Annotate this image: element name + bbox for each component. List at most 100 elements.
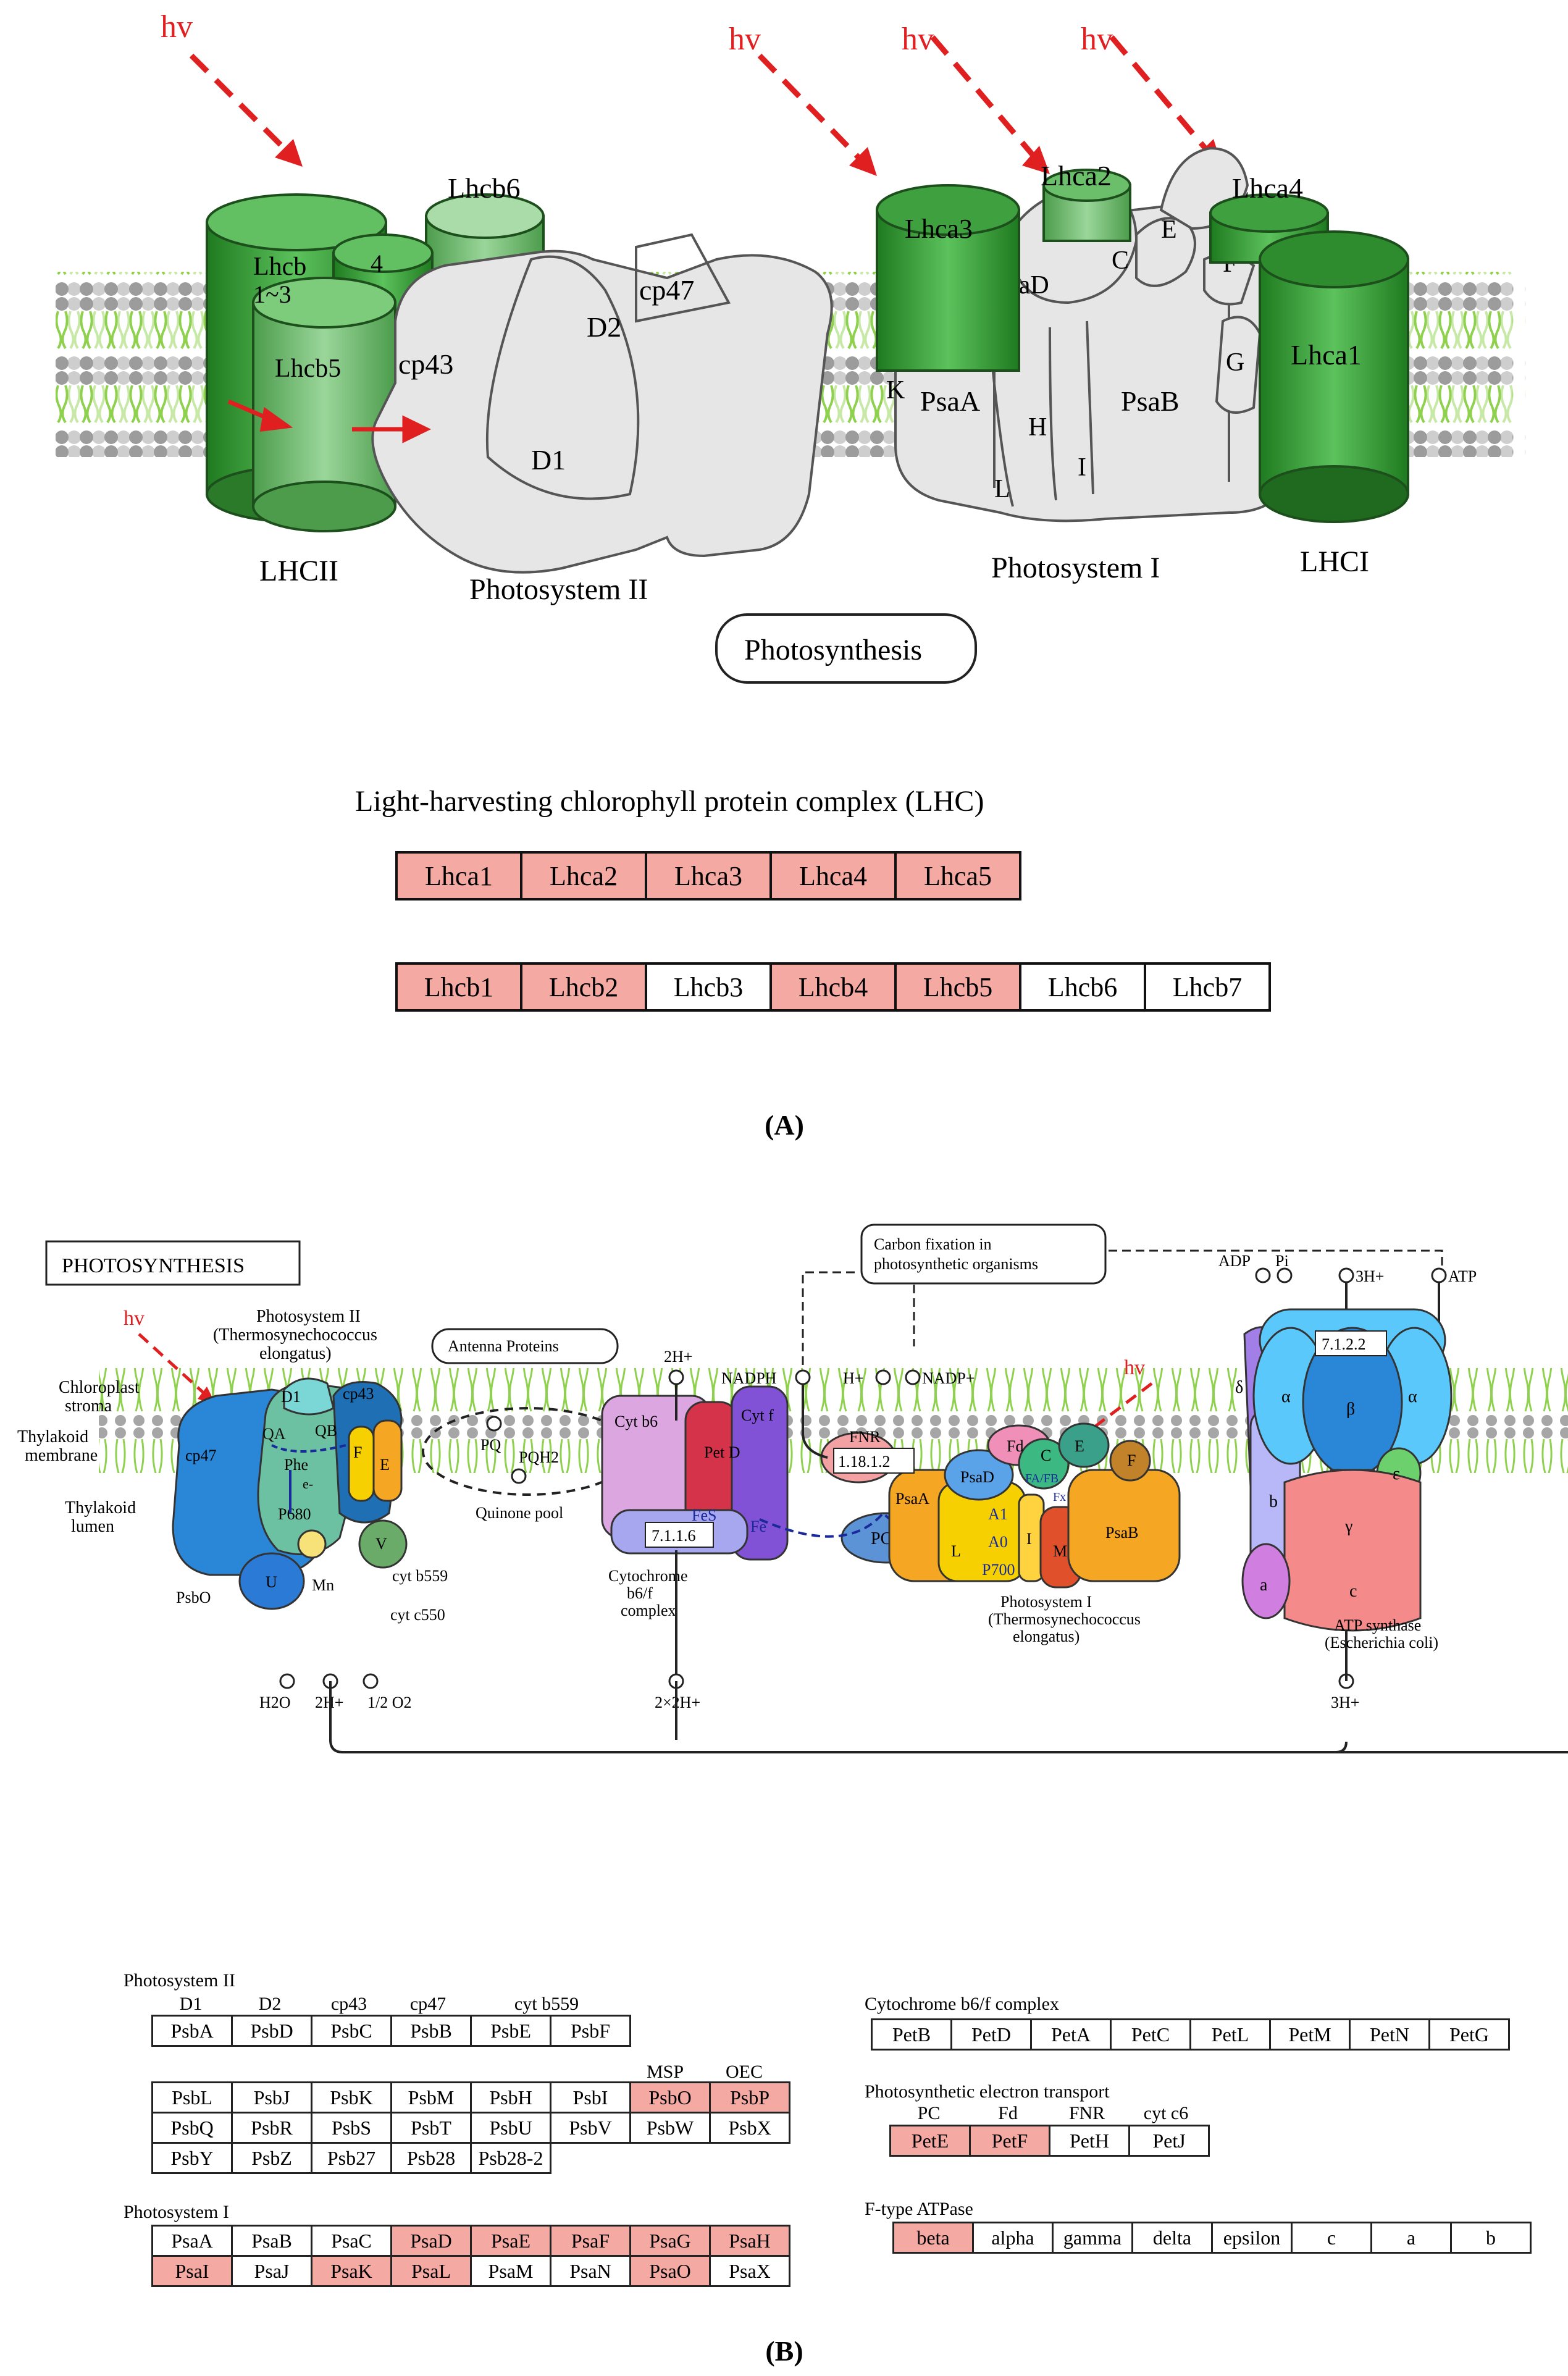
gene-cell[interactable]: PsbH: [470, 2081, 551, 2114]
gene-cell[interactable]: PetD: [950, 2018, 1032, 2051]
gene-cell[interactable]: PsbC: [311, 2015, 392, 2047]
cytb6-b: Cyt b6: [614, 1413, 658, 1430]
lhca1-label: Lhca1: [1291, 339, 1362, 371]
gene-cell[interactable]: PsbL: [151, 2081, 233, 2114]
gene-cell[interactable]: Lhcb1: [395, 962, 522, 1012]
gene-cell[interactable]: Psb28: [390, 2142, 472, 2174]
gene-cell[interactable]: gamma: [1052, 2222, 1133, 2254]
antenna-button[interactable]: [431, 1328, 619, 1364]
k-label: K: [886, 376, 905, 405]
gene-cell[interactable]: PsaJ: [231, 2255, 312, 2287]
gene-cell[interactable]: PetN: [1349, 2018, 1430, 2051]
gene-cell[interactable]: PetH: [1049, 2125, 1130, 2157]
alpha1-b: α: [1281, 1387, 1291, 1406]
gene-cell[interactable]: PsaN: [550, 2255, 631, 2287]
gene-cell[interactable]: PsbD: [231, 2015, 312, 2047]
ec-atp[interactable]: 7.1.2.2: [1322, 1335, 1366, 1353]
gene-cell[interactable]: Lhca4: [769, 851, 897, 900]
gene-cell[interactable]: PsbE: [470, 2015, 551, 2047]
cp43-b: cp43: [343, 1385, 374, 1403]
a0-b: A0: [988, 1533, 1008, 1551]
gene-cell[interactable]: Lhcb6: [1019, 962, 1146, 1012]
gene-cell[interactable]: PsbP: [709, 2081, 790, 2114]
gene-cell[interactable]: PsbZ: [231, 2142, 312, 2174]
gene-cell[interactable]: PsbQ: [151, 2112, 233, 2144]
gene-cell[interactable]: beta: [892, 2222, 974, 2254]
gene-cell[interactable]: c: [1291, 2222, 1372, 2254]
gene-cell[interactable]: delta: [1131, 2222, 1213, 2254]
h3-top: 3H+: [1356, 1267, 1384, 1285]
gene-cell[interactable]: PsbU: [470, 2112, 551, 2144]
gene-cell[interactable]: PsbO: [629, 2081, 711, 2114]
svg-text:photosynthetic organisms: photosynthetic organisms: [874, 1255, 1038, 1273]
gene-cell[interactable]: PsaH: [709, 2225, 790, 2257]
gene-cell[interactable]: PsaM: [470, 2255, 551, 2287]
gene-cell[interactable]: PsaK: [311, 2255, 392, 2287]
gene-cell[interactable]: PetB: [871, 2018, 952, 2051]
gene-cell[interactable]: PetL: [1189, 2018, 1271, 2051]
gene-cell[interactable]: Lhca3: [645, 851, 772, 900]
gene-cell[interactable]: PsaA: [151, 2225, 233, 2257]
gene-cell[interactable]: PsaC: [311, 2225, 392, 2257]
a1-b: A1: [988, 1505, 1008, 1523]
gene-cell[interactable]: PsaI: [151, 2255, 233, 2287]
photosynthesis-button[interactable]: [715, 613, 977, 684]
gene-cell[interactable]: Lhcb7: [1144, 962, 1271, 1012]
gene-cell[interactable]: PsbT: [390, 2112, 472, 2144]
gene-cell[interactable]: PetM: [1269, 2018, 1351, 2051]
gene-cell[interactable]: PsbY: [151, 2142, 233, 2174]
gene-cell[interactable]: PsaL: [390, 2255, 472, 2287]
gene-cell[interactable]: PsbV: [550, 2112, 631, 2144]
gene-cell[interactable]: epsilon: [1211, 2222, 1293, 2254]
gene-cell[interactable]: PetC: [1110, 2018, 1191, 2051]
gene-cell[interactable]: a: [1370, 2222, 1452, 2254]
ec-cyt[interactable]: 7.1.1.6: [652, 1527, 696, 1545]
gene-cell[interactable]: PsbF: [550, 2015, 631, 2047]
gene-cell[interactable]: Lhcb4: [769, 962, 897, 1012]
gene-cell[interactable]: Psb28-2: [470, 2142, 551, 2174]
title-box: [45, 1240, 301, 1286]
hv-label-4: hv: [1081, 22, 1113, 57]
panel-b-diagram: PHOTOSYNTHESIS Chloroplast stroma Thylak…: [17, 1224, 1568, 1753]
carbon-fixation-button[interactable]: [860, 1224, 1107, 1285]
psbo-b: PsbO: [176, 1589, 211, 1606]
gene-cell[interactable]: PetJ: [1128, 2125, 1210, 2157]
gene-cell[interactable]: Lhcb5: [894, 962, 1021, 1012]
gene-cell[interactable]: PsbR: [231, 2112, 312, 2144]
fnr-b: FNR: [849, 1428, 881, 1446]
l-b: L: [951, 1542, 961, 1560]
gene-cell[interactable]: PsbI: [550, 2081, 631, 2114]
gene-cell[interactable]: b: [1450, 2222, 1532, 2254]
gene-cell[interactable]: PsaB: [231, 2225, 312, 2257]
gene-cell[interactable]: Lhca1: [395, 851, 522, 900]
gene-cell[interactable]: PsbB: [390, 2015, 472, 2047]
gene-cell[interactable]: PetE: [889, 2125, 971, 2157]
gene-cell[interactable]: PsaG: [629, 2225, 711, 2257]
gene-cell[interactable]: PsaE: [470, 2225, 551, 2257]
gene-cell[interactable]: PsaD: [390, 2225, 472, 2257]
gene-cell[interactable]: PsaO: [629, 2255, 711, 2287]
ec-fnr[interactable]: 1.18.1.2: [838, 1453, 891, 1471]
gene-cell[interactable]: PetA: [1030, 2018, 1112, 2051]
gene-cell[interactable]: Lhcb2: [520, 962, 647, 1012]
gene-cell[interactable]: Psb27: [311, 2142, 392, 2174]
g-label: G: [1226, 348, 1244, 377]
gene-cell[interactable]: PsbM: [390, 2081, 472, 2114]
gene-cell[interactable]: Lhca5: [894, 851, 1021, 900]
gene-cell[interactable]: PsbW: [629, 2112, 711, 2144]
gene-cell[interactable]: PsbJ: [231, 2081, 312, 2114]
gene-cell[interactable]: PetG: [1428, 2018, 1510, 2051]
gene-cell[interactable]: Lhcb3: [645, 962, 772, 1012]
gene-cell[interactable]: alpha: [972, 2222, 1054, 2254]
gene-cell[interactable]: PsaF: [550, 2225, 631, 2257]
gene-cell[interactable]: Lhca2: [520, 851, 647, 900]
lhca4-label: Lhca4: [1232, 172, 1303, 204]
gene-cell[interactable]: PsbS: [311, 2112, 392, 2144]
gene-cell[interactable]: PsaX: [709, 2255, 790, 2287]
gene-cell[interactable]: PsbA: [151, 2015, 233, 2047]
gene-cell[interactable]: PsbK: [311, 2081, 392, 2114]
gene-cell[interactable]: PsbX: [709, 2112, 790, 2144]
gene-cell[interactable]: PetF: [969, 2125, 1050, 2157]
qa-b: QA: [262, 1425, 286, 1443]
lhci-name: LHCI: [1300, 545, 1369, 578]
